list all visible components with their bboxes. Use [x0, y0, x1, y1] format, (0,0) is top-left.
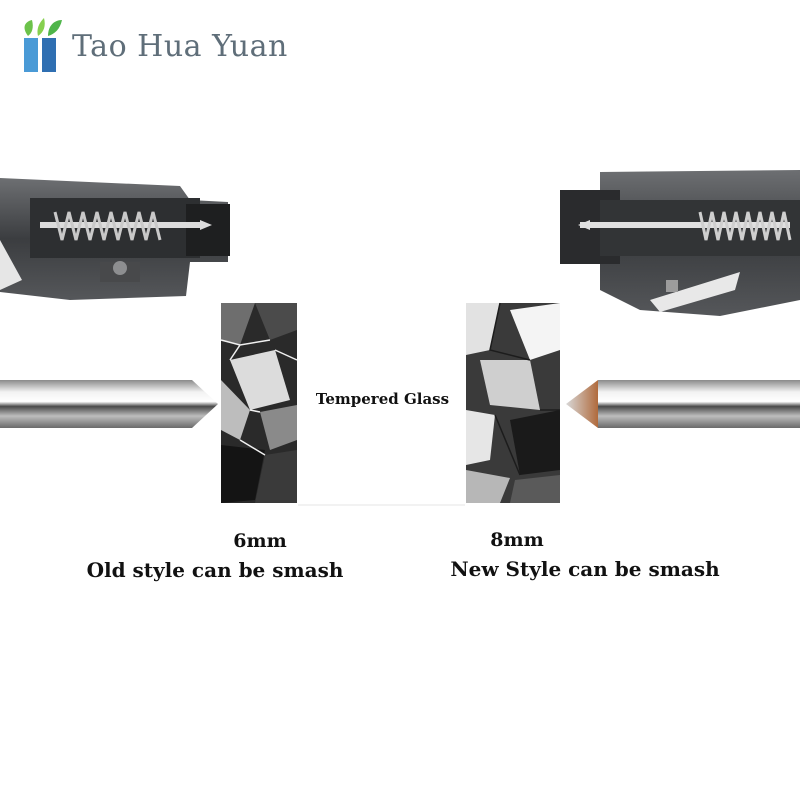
- right-spring: [698, 211, 792, 241]
- brand-name: Tao Hua Yuan: [72, 28, 288, 64]
- left-thickness-label: 6mm: [233, 530, 287, 552]
- tempered-glass-label: Tempered Glass: [315, 390, 450, 408]
- right-glass-panel: [466, 302, 560, 503]
- left-steel-rod: [0, 380, 218, 428]
- sprout-logo-icon: [24, 18, 62, 72]
- right-thickness-label: 8mm: [490, 529, 544, 551]
- right-caption: New Style can be smash: [450, 557, 720, 581]
- left-glass-panel: [220, 303, 298, 503]
- left-caption: Old style can be smash: [86, 558, 344, 582]
- left-spring: [53, 211, 162, 241]
- right-steel-rod: [566, 380, 800, 428]
- brand: Tao Hua Yuan: [18, 16, 288, 76]
- right-hammer-cutaway: [560, 170, 800, 316]
- left-hammer-cutaway: [0, 178, 230, 300]
